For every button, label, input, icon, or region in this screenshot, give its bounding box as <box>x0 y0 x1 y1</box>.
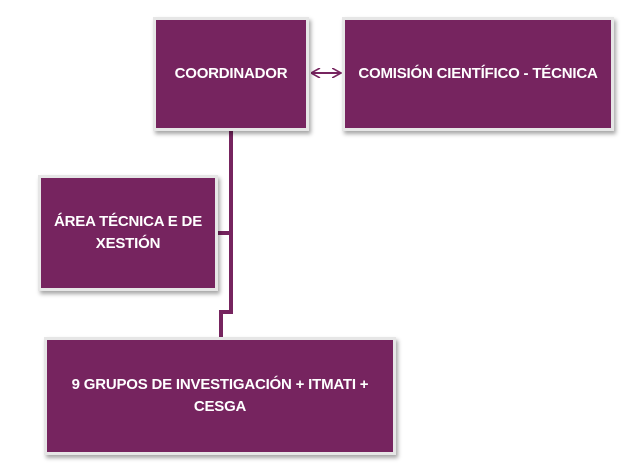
node-area-tecnica: ÁREA TÉCNICA E DE XESTIÓN <box>38 175 218 291</box>
node-comision-cientifico-tecnica: COMISIÓN CIENTÍFICO - TÉCNICA <box>342 17 614 131</box>
node-coordinador: COORDINADOR <box>153 17 309 131</box>
node-area-label: ÁREA TÉCNICA E DE XESTIÓN <box>54 213 202 252</box>
node-grupos-investigacion: 9 GRUPOS DE INVESTIGACIÓN + ITMATI + CES… <box>44 337 396 455</box>
node-grupos-label: 9 GRUPOS DE INVESTIGACIÓN + ITMATI + CES… <box>71 376 369 415</box>
connector-trunk <box>219 131 233 337</box>
node-comision-label: COMISIÓN CIENTÍFICO - TÉCNICA <box>358 65 598 82</box>
node-coordinador-label: COORDINADOR <box>174 65 288 82</box>
